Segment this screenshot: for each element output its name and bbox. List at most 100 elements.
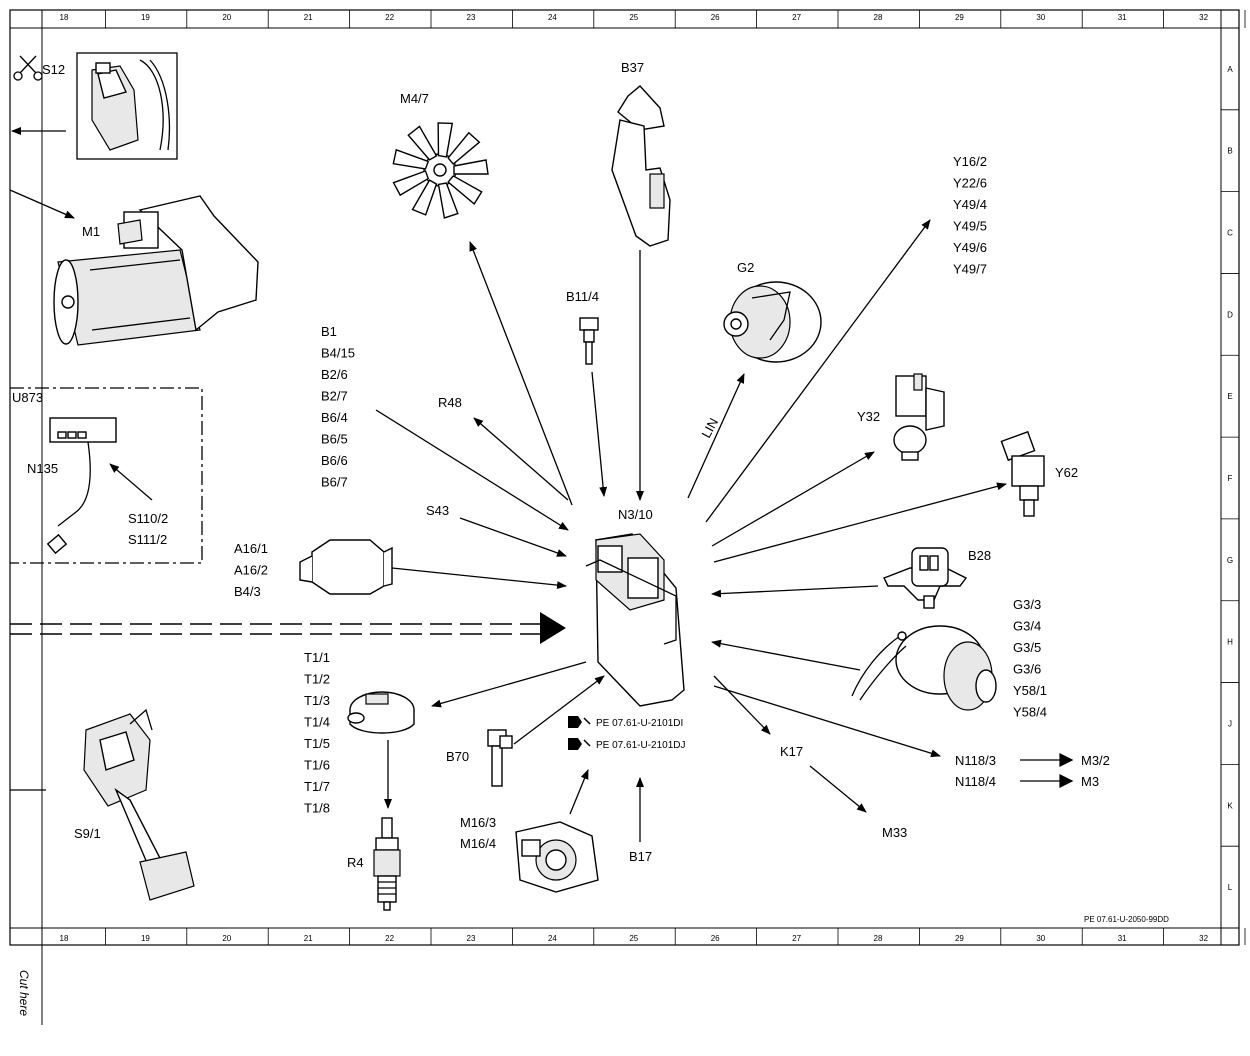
label-m33: M33: [882, 825, 907, 840]
b1Group-item: B6/7: [321, 475, 348, 490]
g3Group-item: G3/4: [1013, 619, 1041, 634]
label-n135: N135: [27, 461, 58, 476]
cut-here-label: Cut here: [17, 970, 31, 1016]
arrow-k17-to-m33: [809, 765, 867, 813]
arrow-ecu-to-y-group: [705, 219, 931, 523]
label-b37: B37: [621, 60, 644, 75]
label-g2: G2: [737, 260, 754, 275]
label-m16-3: M16/3: [460, 815, 496, 830]
label-m3-2: M3/2: [1081, 753, 1110, 768]
arrow-ecu-to-m4-7: [469, 241, 573, 506]
arrow-ecu-to-k17: [713, 675, 771, 735]
arrow-ecu-to-r48: [473, 417, 569, 501]
grid-col-18: 18: [60, 934, 69, 943]
grid-col-24: 24: [548, 934, 557, 943]
label-t1-group: T1/1T1/2T1/3T1/4T1/5T1/6T1/7T1/8: [304, 650, 330, 816]
t1Group-item: T1/4: [304, 715, 330, 730]
grid-col-20: 20: [222, 934, 231, 943]
label-m4-7: M4/7: [400, 91, 429, 106]
g2-alternator: [723, 281, 822, 363]
arrow-b1-group-to-ecu: [375, 409, 569, 531]
label-b17: B17: [629, 849, 652, 864]
label-s111-2: S111/2: [128, 532, 167, 547]
y62-injector: [1000, 430, 1045, 517]
arrow-g2-to-ecu: [687, 373, 745, 499]
arrow-ecu-to-t1: [431, 661, 587, 708]
b28-pressure-sensor: [883, 547, 968, 609]
s12-switch-inset: [11, 52, 178, 160]
g3Group-item: Y58/1: [1013, 683, 1047, 698]
label-n118-3: N118/3: [955, 753, 996, 768]
t1Group-item: T1/5: [304, 736, 330, 751]
yGroup-item: Y49/7: [953, 262, 987, 277]
grid-col-23: 23: [467, 13, 476, 22]
b1Group-item: B4/15: [321, 346, 355, 361]
label-r4: R4: [347, 855, 364, 870]
label-r48: R48: [438, 395, 462, 410]
t1Group-item: T1/7: [304, 779, 330, 794]
b1Group-item: B6/4: [321, 410, 348, 425]
y32-valve: [893, 373, 945, 461]
t1Group-item: T1/8: [304, 801, 330, 816]
can-bus-dashed-line: [10, 612, 566, 644]
grid-row-C: C: [1227, 229, 1233, 238]
a16Group-item: A16/2: [234, 563, 268, 578]
b11-4-temp-sensor: [579, 317, 599, 365]
b1Group-item: B6/5: [321, 432, 348, 447]
label-n3-10: N3/10: [618, 507, 653, 522]
u873-module-boundary: [10, 387, 203, 564]
m16-throttle-actuator: [515, 821, 599, 893]
grid-col-30: 30: [1036, 934, 1045, 943]
arrow-m16-to-ecu: [569, 769, 589, 815]
label-s9-1: S9/1: [74, 826, 101, 841]
grid-col-30: 30: [1036, 13, 1045, 22]
grid-col-27: 27: [792, 934, 801, 943]
grid-row-L: L: [1228, 883, 1233, 892]
grid-row-H: H: [1227, 638, 1233, 647]
ref-line-1[interactable]: PE 07.61-U-2101DI: [596, 718, 683, 729]
yGroup-item: Y22/6: [953, 176, 987, 191]
label-lin: LIN: [698, 416, 721, 441]
grid-row-J: J: [1228, 719, 1232, 728]
b70-crankshaft-sensor: [487, 729, 513, 787]
arrow-ecu-to-b70: [513, 675, 605, 745]
grid-row-B: B: [1227, 147, 1232, 156]
g3-oxygen-sensor: [851, 625, 997, 711]
connection-arrows: [375, 219, 1007, 842]
grid-col-32: 32: [1199, 934, 1208, 943]
a16Group-item: A16/1: [234, 541, 268, 556]
label-b11-4: B11/4: [566, 289, 599, 304]
grid-row-E: E: [1227, 392, 1232, 401]
label-y32: Y32: [857, 409, 880, 424]
arrow-s43-to-ecu: [459, 517, 567, 557]
grid-col-26: 26: [711, 13, 720, 22]
grid-col-20: 20: [222, 13, 231, 22]
grid-col-31: 31: [1118, 934, 1127, 943]
ref-line-2[interactable]: PE 07.61-U-2101DJ: [596, 740, 686, 751]
grid-row-K: K: [1227, 801, 1233, 810]
label-s110-2: S110/2: [128, 511, 168, 526]
b1Group-item: B6/6: [321, 453, 348, 468]
grid-col-28: 28: [874, 934, 883, 943]
grid-col-25: 25: [629, 934, 638, 943]
label-m3: M3: [1081, 774, 1099, 789]
grid-col-23: 23: [467, 934, 476, 943]
b37-pedal-value-sensor: [611, 85, 671, 247]
label-s12: S12: [42, 62, 65, 77]
grid-col-21: 21: [304, 13, 313, 22]
t1-ignition-coil: [347, 691, 415, 734]
n135-antenna-module: [46, 417, 117, 555]
grid-col-21: 21: [304, 934, 313, 943]
t1Group-item: T1/2: [304, 672, 330, 687]
label-u873: U873: [12, 390, 43, 405]
yGroup-item: Y49/5: [953, 219, 987, 234]
label-b70: B70: [446, 749, 469, 764]
arrow-b11-4-to-ecu: [591, 371, 608, 497]
n3-10-engine-control-unit: [585, 533, 685, 707]
grid-row-D: D: [1227, 310, 1233, 319]
